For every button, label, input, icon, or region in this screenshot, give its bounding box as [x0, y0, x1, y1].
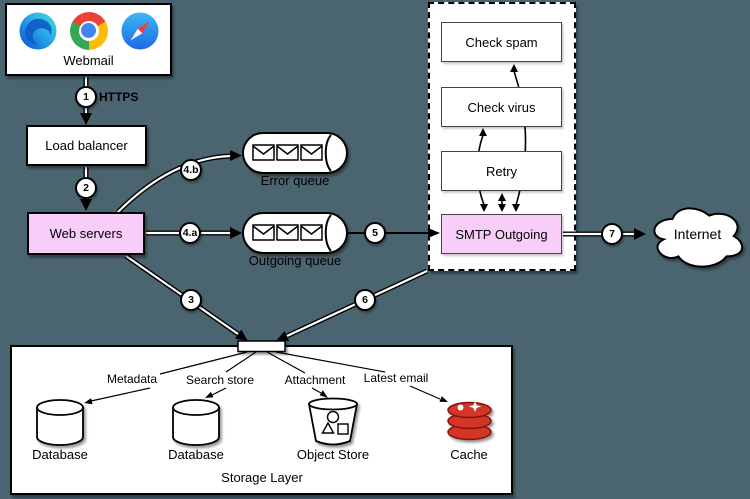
edge-4b-badge: 4.b	[180, 159, 202, 181]
smtp-outgoing-label: SMTP Outgoing	[455, 226, 548, 242]
webmail-label: Webmail	[63, 52, 114, 68]
outgoing-queue-shape	[242, 212, 348, 254]
edge-7-badge: 7	[601, 223, 623, 245]
internet-label: Internet	[673, 226, 722, 242]
web-servers-node: Web servers	[27, 212, 145, 255]
outgoing-queue-label: Outgoing queue	[248, 253, 342, 268]
check-spam-label: Check spam	[465, 34, 538, 50]
edge-1-badge: 1	[75, 86, 97, 108]
envelope-icon	[252, 224, 275, 241]
error-queue-shape	[242, 132, 348, 174]
annotation-search-store: Search store	[185, 373, 255, 387]
error-queue-label: Error queue	[260, 173, 330, 188]
load-balancer-node: Load balancer	[26, 125, 147, 166]
storage-layer-box	[10, 345, 513, 495]
retry-label: Retry	[485, 163, 518, 179]
browser-icons	[19, 11, 159, 50]
webmail-node: Webmail	[5, 3, 172, 76]
edge-6-badge: 6	[354, 289, 376, 311]
storage-layer-title: Storage Layer	[221, 470, 303, 485]
edge-5-arrow	[347, 228, 440, 238]
edge-6-arrow	[276, 268, 429, 341]
check-virus-node: Check virus	[441, 87, 562, 127]
check-virus-label: Check virus	[467, 99, 536, 115]
annotation-latest-email: Latest email	[363, 371, 429, 385]
annotation-metadata: Metadata	[106, 372, 158, 386]
edge-browser-icon	[19, 12, 56, 49]
envelope-icon	[276, 224, 299, 241]
edge-1-label: HTTPS	[99, 90, 139, 104]
database-2-label: Database	[168, 447, 224, 462]
edge-2-badge: 2	[75, 177, 97, 199]
edge-4a-badge: 4.a	[179, 222, 201, 244]
retry-node: Retry	[441, 151, 562, 191]
envelope-icon	[252, 144, 275, 161]
envelope-icon	[300, 224, 323, 241]
database-1-label: Database	[32, 447, 88, 462]
load-balancer-label: Load balancer	[45, 138, 128, 153]
envelope-icon	[300, 144, 323, 161]
annotation-attachment: Attachment	[284, 373, 346, 387]
check-spam-node: Check spam	[441, 22, 562, 62]
web-servers-label: Web servers	[49, 226, 123, 241]
edge-3-badge: 3	[180, 289, 202, 311]
smtp-outgoing-node: SMTP Outgoing	[441, 214, 562, 254]
cache-label: Cache	[450, 447, 488, 462]
chrome-browser-icon	[69, 11, 108, 50]
envelope-icon	[276, 144, 299, 161]
object-store-label: Object Store	[296, 447, 370, 462]
edge-5-badge: 5	[364, 222, 386, 244]
safari-browser-icon	[121, 12, 158, 49]
